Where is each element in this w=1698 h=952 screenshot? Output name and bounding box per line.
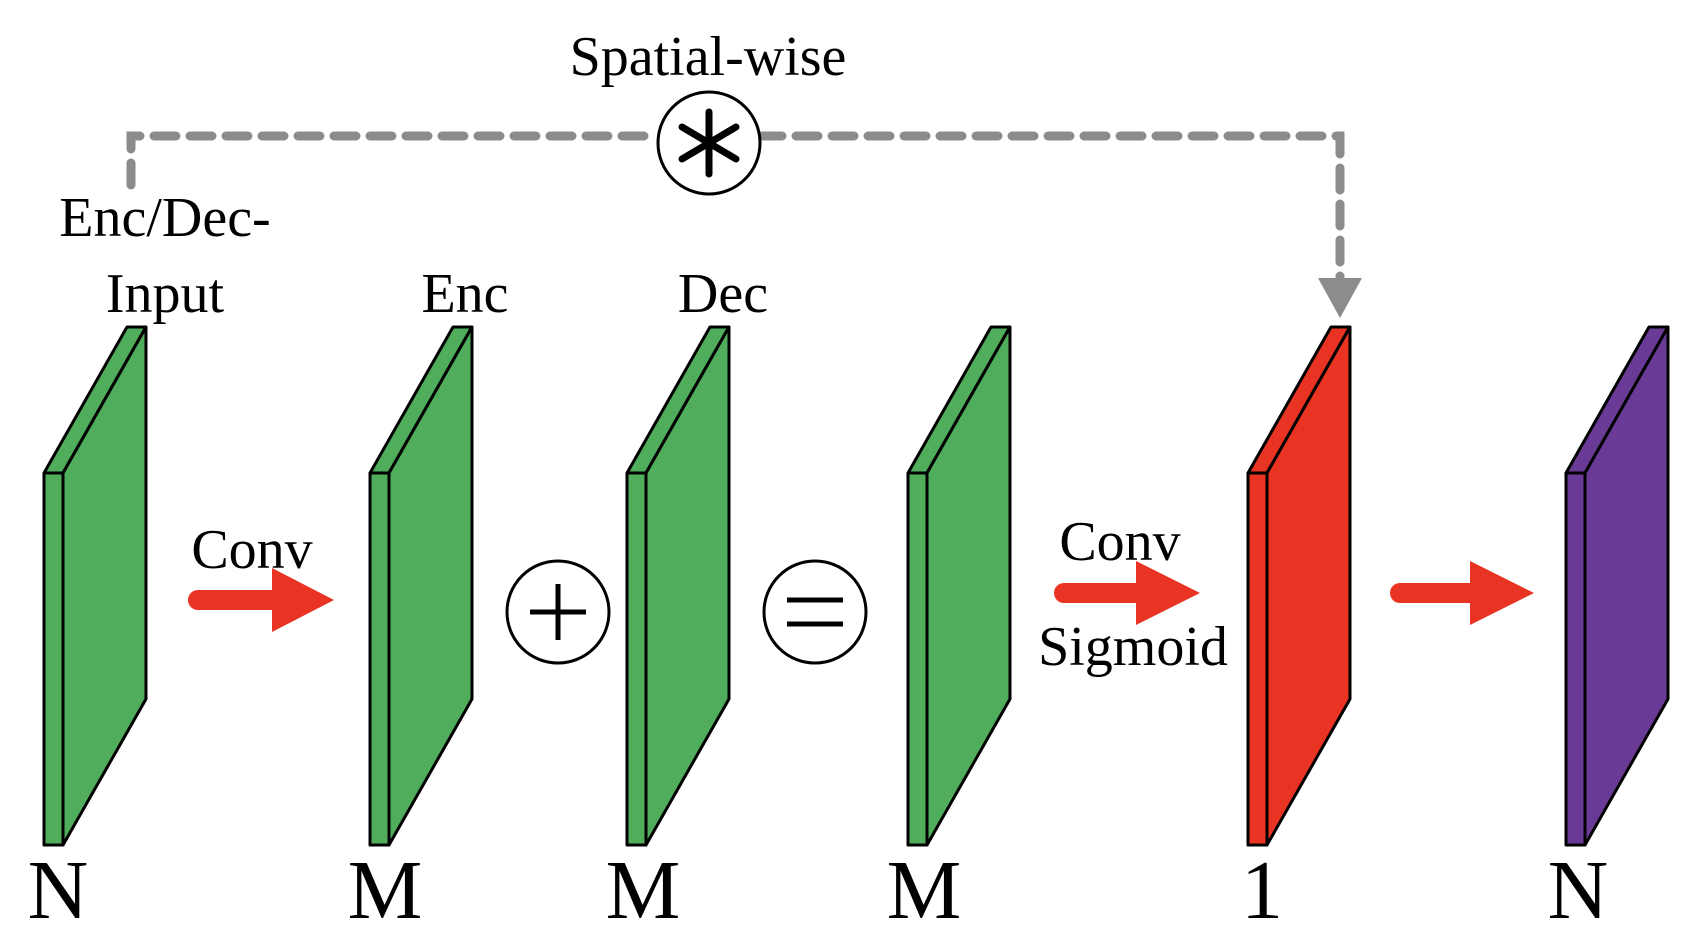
enc-label: Enc [421,263,508,325]
input-label-line2: Input [106,263,225,325]
conv-arrow-2 [1054,561,1200,625]
equals-icon [762,559,868,665]
conv-label-2: Conv [1059,511,1180,573]
skip-dashed-line [126,131,1345,293]
skip-connection [126,90,1362,318]
feature-map-enc [368,325,474,847]
conv-label-1: Conv [191,519,312,581]
channel-count-dec: M [606,844,681,937]
dec-label: Dec [678,263,768,325]
channel-count-output: N [1548,844,1609,937]
channel-count-input: N [28,844,89,937]
skip-operation-label: Spatial-wise [570,26,847,88]
feature-map-attention [1246,325,1352,847]
skip-arrowhead [1318,278,1362,318]
sigmoid-label: Sigmoid [1038,616,1228,678]
feature-map-dec [625,325,731,847]
plus-icon [505,559,611,665]
feature-map-input [42,325,148,847]
output-arrow [1390,561,1534,625]
spatial-multiply-icon [656,90,762,196]
channel-count-enc: M [348,844,423,937]
channel-count-attention: 1 [1241,844,1283,937]
feature-map-sum [906,325,1012,847]
feature-map-output [1564,325,1670,847]
channel-count-sum: M [887,844,962,937]
input-label-line1: Enc/Dec- [59,187,270,249]
conv-arrow-1 [188,568,334,632]
